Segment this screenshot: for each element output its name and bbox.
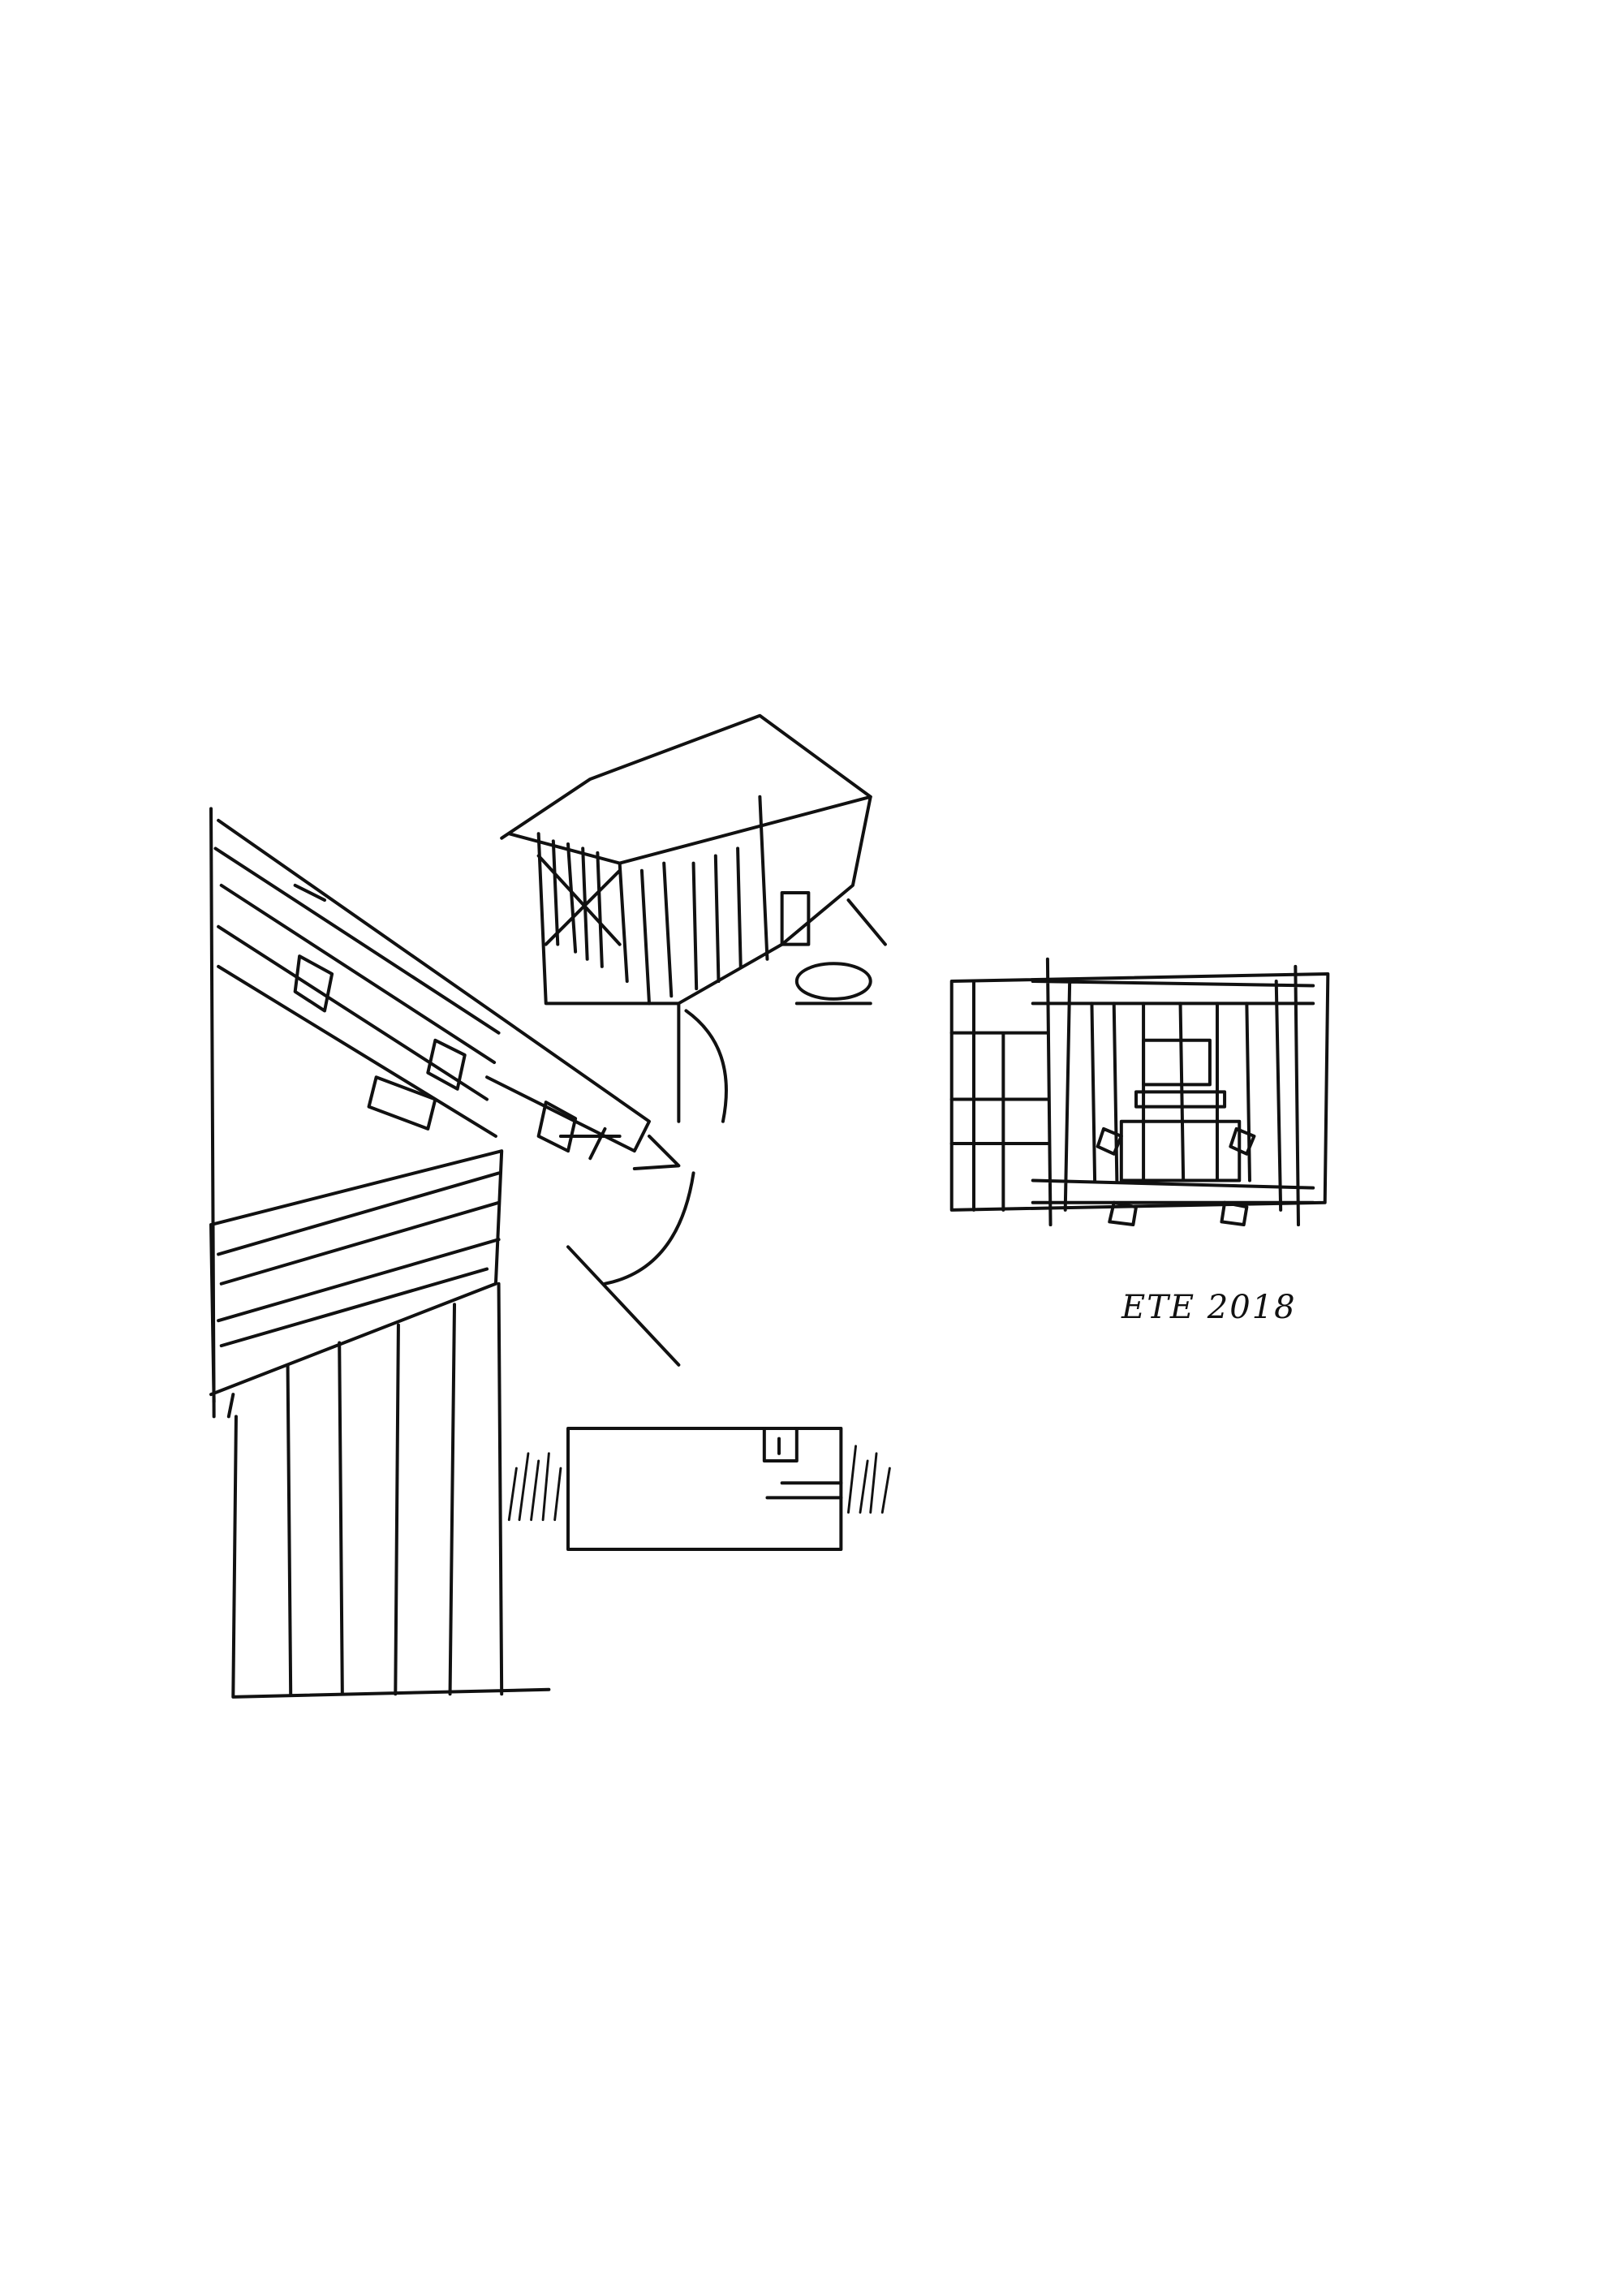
path-lines [566,1171,695,1367]
floor-plan [949,957,1330,1227]
signature: ETE 2018 [1121,1289,1297,1326]
section-box [507,1426,891,1552]
house-perspective [500,713,887,1123]
large-building-elevation [209,807,681,1699]
